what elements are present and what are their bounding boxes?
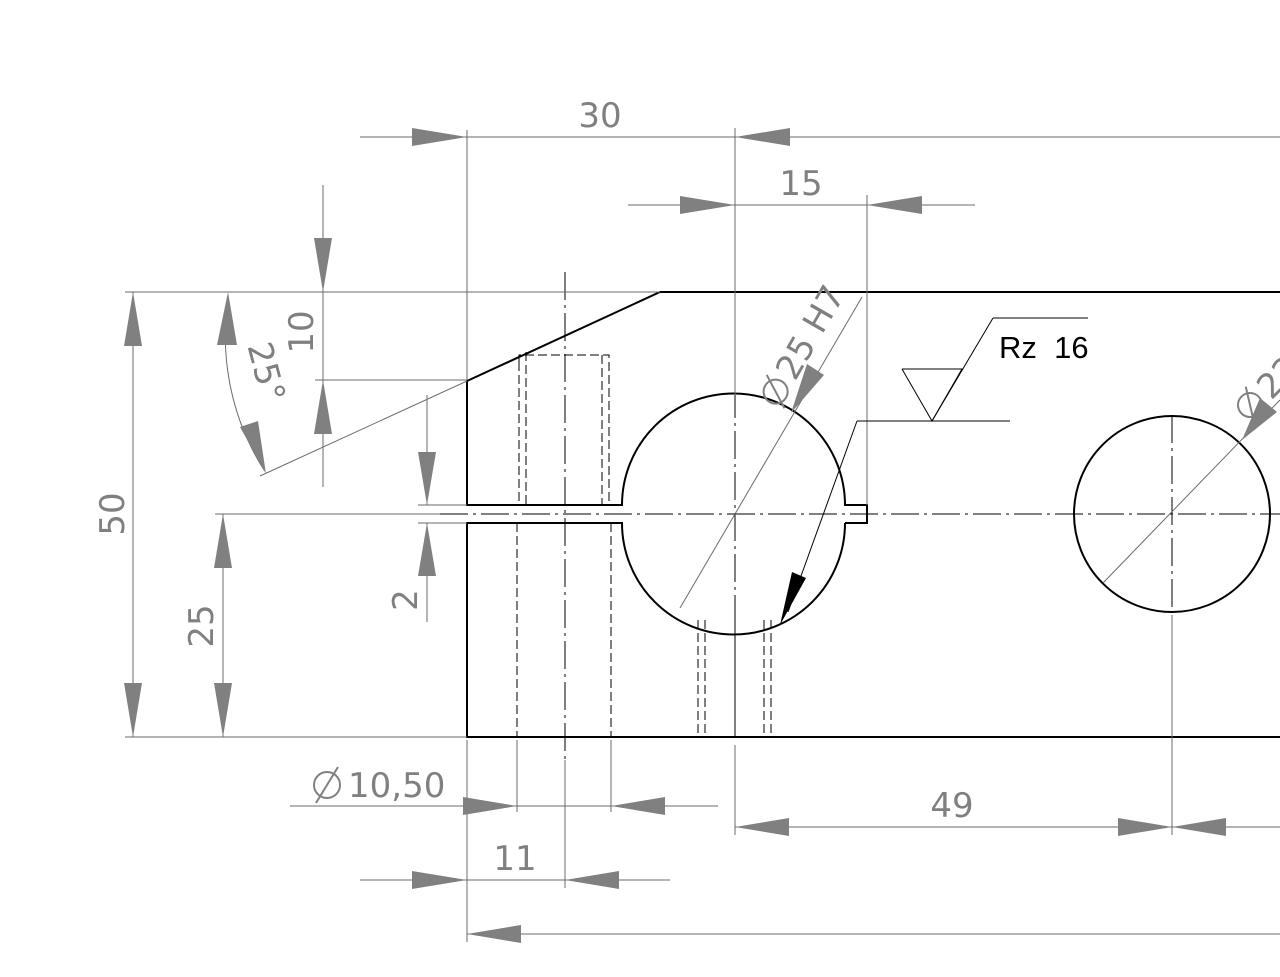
- extension-lines: [125, 128, 1173, 942]
- dim-text-30: 30: [578, 96, 621, 136]
- dim-text-11: 11: [493, 839, 536, 879]
- counterbore-hidden-upper: [518, 354, 610, 505]
- lower-body-outline: [466, 522, 1280, 738]
- surface-finish-symbol: [780, 317, 1088, 625]
- dim-text-49: 49: [930, 786, 973, 826]
- dim-line-bore-25: [679, 296, 863, 609]
- arrowheads: [124, 128, 1277, 943]
- hidden-lines: [516, 352, 772, 737]
- dim-text-50: 50: [93, 492, 133, 535]
- center-lines: [440, 272, 1280, 760]
- diameter-symbol-icon: [1237, 386, 1263, 424]
- diameter-symbol-icon: [762, 374, 789, 409]
- dimension-lines: [132, 136, 1280, 935]
- dim-text-bore-22: 22: [1249, 348, 1280, 407]
- upper-body-outline: [466, 291, 1280, 524]
- dim-text-10: 10: [282, 310, 322, 353]
- dim-text-25: 25: [182, 604, 222, 647]
- dim-text-2: 2: [386, 589, 426, 611]
- dim-text-10-50: 10,50: [348, 766, 445, 806]
- surface-finish-label: Rz 16: [999, 330, 1089, 365]
- dim-text-15: 15: [779, 164, 822, 204]
- diameter-symbol-icon: [313, 766, 341, 804]
- dimension-texts: 30 15 10 50 25 2 25° 10,50 11 49 25 H7: [93, 96, 1280, 879]
